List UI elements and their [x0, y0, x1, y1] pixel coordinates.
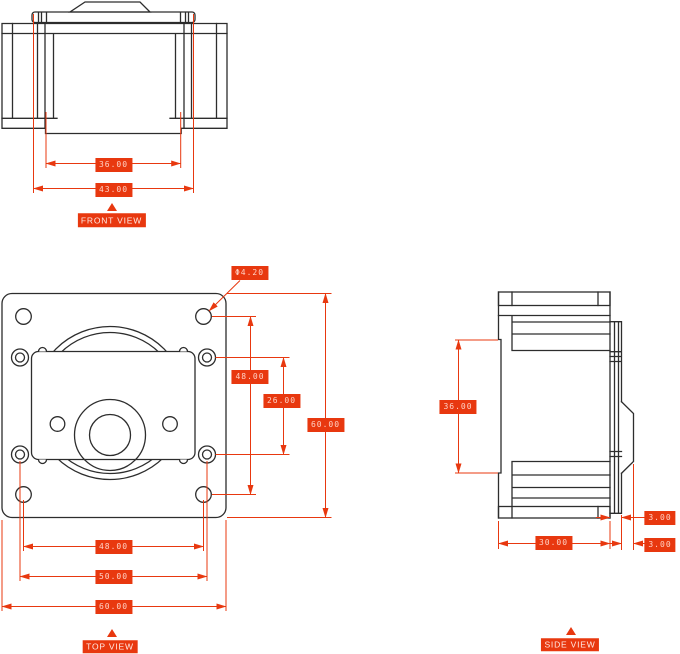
- side-view-drawing: [497, 291, 635, 519]
- front-dim-outer-width-label: 43.00: [94, 182, 133, 197]
- side-bottom-bands: [511, 460, 611, 519]
- top-center-boss: [73, 398, 147, 472]
- top-pocket-bumps: [37, 346, 189, 465]
- top-dim-overall-height-label: 60.00: [306, 417, 345, 432]
- top-dim-hole-diameter-label: Φ4.20: [230, 265, 269, 280]
- side-top-plate-ticks: [511, 291, 599, 307]
- front-extension-lines: [33, 14, 194, 193]
- top-dim-corner-hole-spacing-horizontal-label: 48.00: [94, 539, 133, 554]
- top-dim-inner-hole-spacing-vertical-label: 26.00: [262, 394, 301, 408]
- side-rear-boss: [620, 400, 635, 475]
- front-view-label: FRONT VIEW: [77, 213, 146, 227]
- side-dim-body-depth-label: 30.00: [534, 535, 573, 550]
- front-cap-trapezoid: [67, 1, 152, 13]
- top-outer-square: [1, 292, 227, 519]
- side-extension-lines: [455, 339, 634, 550]
- side-rear-plate: [609, 321, 623, 514]
- top-dim-overall-width-label: 60.00: [94, 599, 133, 614]
- side-bottom-plate: [497, 505, 611, 519]
- top-view-marker-icon: [107, 628, 117, 637]
- side-top-bands: [497, 314, 611, 352]
- top-side-holes: [49, 416, 178, 432]
- front-view-marker-icon: [106, 203, 117, 211]
- front-dim-inner-width-label: 36.00: [94, 157, 133, 172]
- top-view-label: TOP VIEW: [82, 639, 138, 654]
- top-dim-inner-hole-spacing-horizontal-label: 50.00: [94, 569, 133, 584]
- top-extension-lines-bottom: [1, 461, 227, 611]
- side-view-marker-icon: [566, 626, 576, 635]
- top-pocket: [30, 350, 196, 461]
- front-top-bar: [31, 11, 196, 24]
- front-body-lines: [1, 22, 228, 129]
- side-top-plate: [497, 291, 611, 307]
- side-left-edge: [497, 291, 502, 519]
- side-dim-face-height-label: 36.00: [439, 399, 477, 414]
- top-view-drawing: [1, 292, 227, 519]
- top-dim-corner-hole-spacing-vertical-label: 48.00: [231, 369, 269, 384]
- side-dim-plate-thickness-label: 3.00: [644, 510, 676, 525]
- front-bar-ticks: [37, 11, 190, 24]
- side-view-label: SIDE VIEW: [540, 637, 600, 652]
- top-hole-diameter-leader: [208, 280, 241, 312]
- side-dim-boss-depth-label: 3.00: [644, 537, 676, 552]
